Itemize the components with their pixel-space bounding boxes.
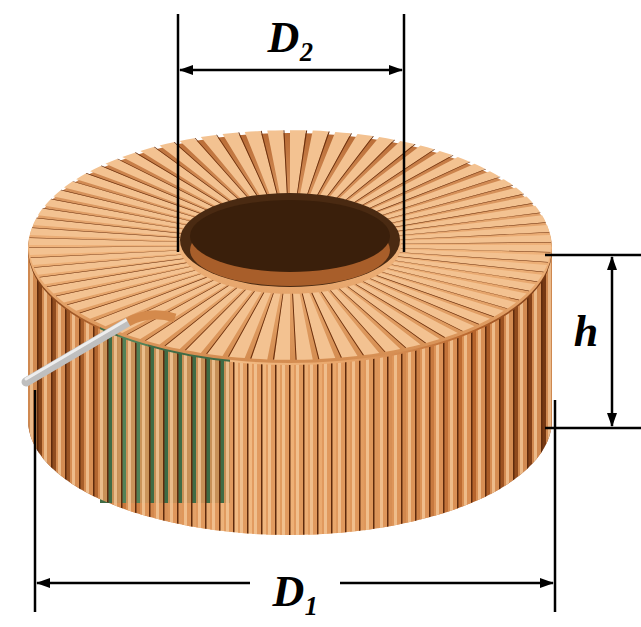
dimension-label: D₁ <box>268 570 323 614</box>
dimension-label: D₂ <box>263 16 318 60</box>
dimension-label: h <box>570 310 602 354</box>
